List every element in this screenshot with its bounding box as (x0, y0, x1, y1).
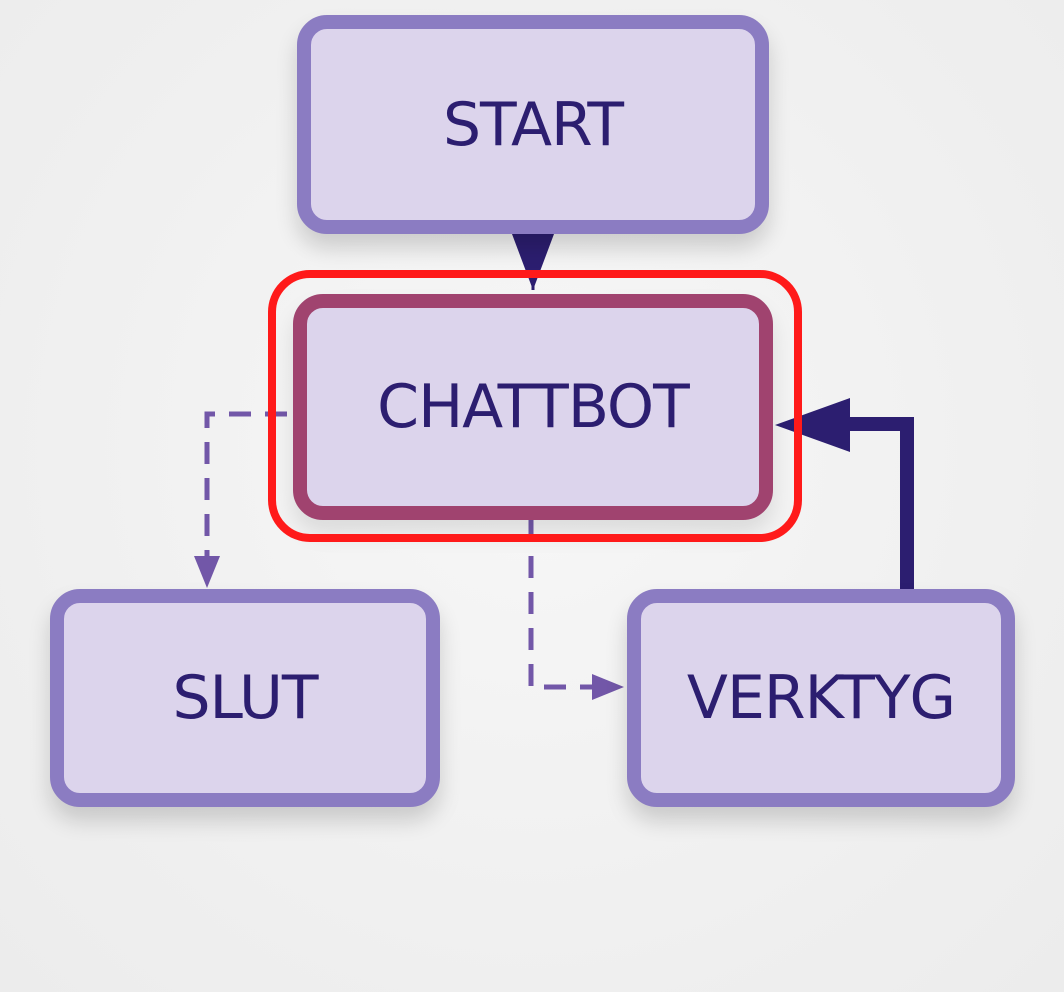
node-verktyg-label: VERKTYG (686, 663, 956, 733)
node-chatbot-label: CHATTBOT (377, 372, 690, 442)
edge-chatbot-to-verktyg (528, 520, 624, 700)
edge-verktyg-to-chatbot (775, 398, 914, 592)
node-slut-label: SLUT (172, 663, 318, 733)
node-verktyg[interactable]: VERKTYG (627, 589, 1015, 807)
edge-start-to-chatbot (512, 234, 554, 290)
node-start[interactable]: START (297, 15, 769, 234)
edge-chatbot-to-slut (194, 411, 287, 588)
node-chatbot[interactable]: CHATTBOT (293, 294, 773, 520)
node-slut[interactable]: SLUT (50, 589, 440, 807)
node-start-label: START (442, 89, 624, 160)
